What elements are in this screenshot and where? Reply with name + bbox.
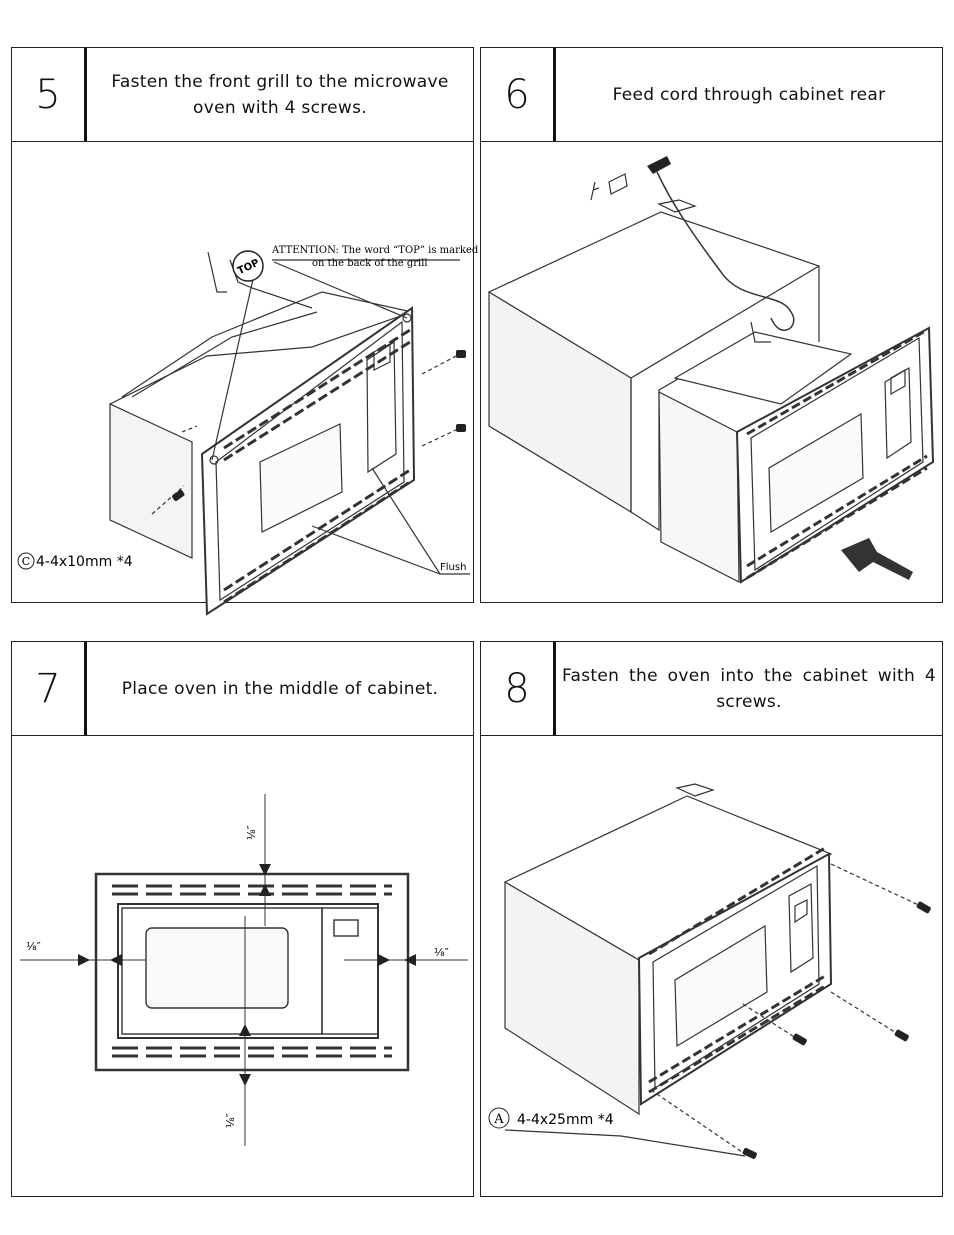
dimension-arrows	[78, 864, 416, 1086]
screw-callout: A 4-4x25mm *4	[488, 1107, 614, 1129]
step-8-number: 8	[481, 642, 556, 735]
step-6-instruction: Feed cord through cabinet rear	[612, 84, 886, 105]
step-6-number: 6	[481, 48, 556, 141]
step-6-header: 6 Feed cord through cabinet rear	[481, 48, 942, 142]
step-5-panel: 5 Fasten the front grill to the microwav…	[11, 47, 479, 616]
step-7-number: 7	[12, 642, 87, 735]
step-5-illustration: TOP ATTENTION: The word “TOP” is marked …	[12, 142, 479, 616]
attention-note-line1: ATTENTION: The word “TOP” is marked	[271, 245, 479, 256]
attention-note-line2: on the back of the grill	[312, 258, 428, 269]
insert-arrow-icon	[841, 538, 913, 580]
step-6-illustration	[481, 142, 942, 602]
screw-callout-label: 4-4x10mm *4	[36, 554, 133, 570]
gap-right-label: ⅛″	[434, 946, 449, 959]
step-7-illustration: ⅛″ ⅛″ ⅛″ ⅛″	[12, 736, 473, 1196]
cabinet-fastening-diagram: A 4-4x25mm *4	[488, 783, 931, 1159]
plug-icon	[647, 156, 671, 174]
screw-callout-symbol: C	[22, 555, 30, 568]
centering-diagram: ⅛″ ⅛″ ⅛″ ⅛″	[20, 794, 468, 1146]
step-7-instruction: Place oven in the middle of cabinet.	[121, 678, 439, 699]
step-5-number: 5	[12, 48, 87, 141]
screw-icon	[742, 901, 931, 1159]
gap-bottom-label: ⅛″	[224, 1113, 237, 1128]
step-7-header: 7 Place oven in the middle of cabinet.	[12, 642, 473, 736]
screw-icon	[172, 350, 466, 501]
step-8-illustration: A 4-4x25mm *4	[481, 736, 942, 1196]
step-8-instruction: Fasten the oven into the cabinet with 4 …	[562, 665, 936, 712]
cord-feeding-diagram	[488, 156, 935, 584]
gap-left-label: ⅛″	[26, 940, 41, 953]
screw-callout-label: 4-4x25mm *4	[517, 1112, 614, 1128]
screw-callout: C 4-4x10mm *4	[17, 552, 133, 570]
step-5-instruction: Fasten the front grill to the microwave …	[111, 71, 449, 118]
gap-top-label: ⅛″	[245, 825, 258, 840]
step-5-header: 5 Fasten the front grill to the microwav…	[12, 48, 473, 142]
step-8-panel: 8 Fasten the oven into the cabinet with …	[480, 641, 943, 1197]
flush-label: Flush	[440, 562, 466, 573]
step-7-panel: 7 Place oven in the middle of cabinet.	[11, 641, 474, 1197]
step-8-header: 8 Fasten the oven into the cabinet with …	[481, 642, 942, 736]
screw-callout-symbol: A	[493, 1112, 504, 1127]
step-6-panel: 6 Feed cord through cabinet rear	[480, 47, 943, 603]
grill-fastening-diagram: TOP ATTENTION: The word “TOP” is marked …	[17, 245, 479, 616]
top-badge-icon: TOP	[232, 250, 264, 282]
